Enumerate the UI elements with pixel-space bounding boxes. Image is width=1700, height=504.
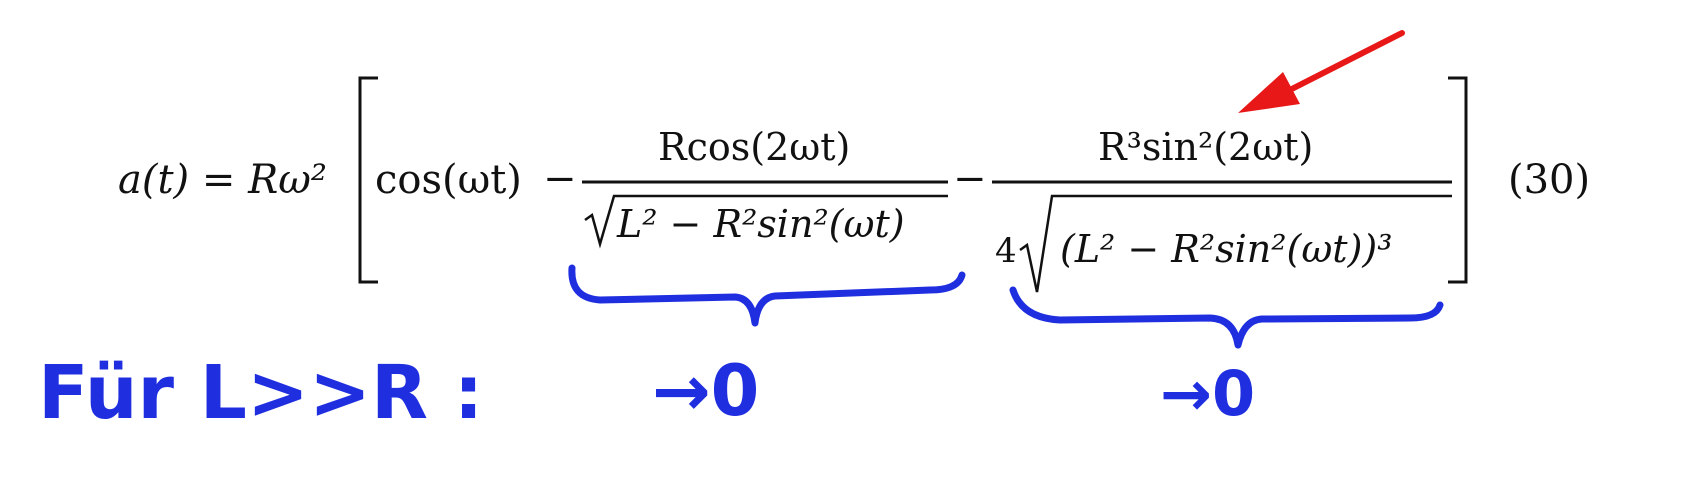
equation-number: (30) <box>1508 157 1590 203</box>
fraction2-denominator-coefficient: 4 <box>995 231 1017 271</box>
right-bracket <box>1448 76 1468 284</box>
fraction1-denominator: L² − R²sin²(ωt) <box>616 202 905 246</box>
fraction1-numerator: Rcos(2ωt) <box>658 125 850 169</box>
sqrt-sign-2 <box>1019 194 1452 293</box>
fraction2-numerator: R³sin²(2ωt) <box>1098 125 1313 169</box>
minus-sign-1: − <box>543 156 577 202</box>
equation-term-cos: cos(ωt) <box>375 157 522 203</box>
left-bracket <box>358 76 378 284</box>
annotation-limit-1: →0 <box>652 350 759 432</box>
underbrace-1 <box>568 264 966 327</box>
underbrace-2 <box>1009 286 1444 349</box>
minus-sign-2: − <box>953 156 987 202</box>
fraction2-denominator: (L² − R²sin²(ωt))³ <box>1060 227 1392 271</box>
annotation-limit-2: →0 <box>1160 357 1255 430</box>
red-arrow-icon <box>1238 30 1405 113</box>
equation-lhs: a(t) = Rω² <box>118 157 327 203</box>
annotation-label: Für L>>R : <box>38 350 483 436</box>
sqrt-sign-1 <box>584 194 948 249</box>
